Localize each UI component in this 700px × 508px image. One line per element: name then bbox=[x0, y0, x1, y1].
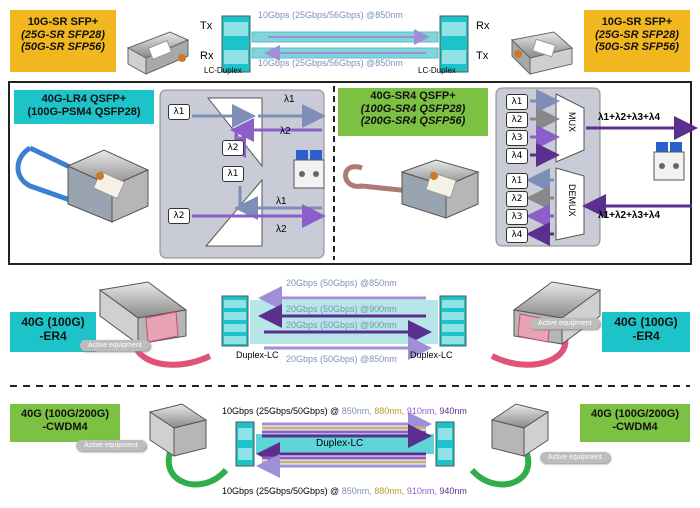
lr4-label: 40G-LR4 QSFP+ (100G-PSM4 QSFP28) bbox=[14, 90, 154, 124]
sfp-right-label: 10G-SR SFP+ (25G-SR SFP28) (50G-SR SFP56… bbox=[584, 10, 690, 72]
lr4-in-lambda1: λ1 bbox=[276, 196, 287, 207]
sr4-mux-lambda2: λ2 bbox=[506, 112, 528, 128]
qsfp-lr4-module bbox=[15, 145, 150, 223]
cwdm4-fiber bbox=[256, 434, 434, 454]
lc-duplex-left-label: LC-Duplex bbox=[204, 66, 242, 75]
sfp-module-left bbox=[126, 31, 190, 75]
sr4-label: 40G-SR4 QSFP+ (100G-SR4 QSFP28) (200G-SR… bbox=[338, 88, 488, 136]
sfp-right-label-line3: (50G-SR SFP56) bbox=[595, 41, 679, 54]
lr4-out-lambda1: λ1 bbox=[284, 94, 295, 105]
cwdm4-top-rate: 10Gbps (25Gbps/50Gbps) @ 850nm, 880nm, 9… bbox=[222, 406, 467, 416]
er4-line-4: 20Gbps (50Gbps) @850nm bbox=[286, 354, 397, 364]
sr4-demux-lambda3: λ3 bbox=[506, 209, 528, 225]
lc-duplex-icon-lr4 bbox=[293, 150, 325, 189]
lr4-out-lambda2: λ2 bbox=[276, 224, 287, 235]
demux-block bbox=[555, 167, 585, 241]
cwdm4-bottom-880: 880nm, bbox=[374, 486, 405, 496]
sfp-bottom-speed: 10Gbps (25Gbps/56Gbps) @850nm bbox=[258, 58, 403, 68]
er4-right-label: 40G (100G) -ER4 bbox=[602, 312, 690, 352]
er4-connector-right bbox=[439, 295, 467, 347]
cwdm4-left-label: 40G (100G/200G) -CWDM4 bbox=[10, 404, 120, 442]
sfp-top-speed: 10Gbps (25Gbps/56Gbps) @850nm bbox=[258, 10, 403, 20]
lc-connector-left bbox=[221, 15, 251, 73]
cwdm4-right-label-line2: -CWDM4 bbox=[612, 420, 658, 433]
cwdm4-bottom-940: 940nm bbox=[439, 486, 467, 496]
er4-conn-right: Duplex-LC bbox=[410, 350, 453, 360]
er4-left-label: 40G (100G) -ER4 bbox=[10, 312, 96, 352]
er4-left-label-line2: -ER4 bbox=[39, 328, 67, 343]
lr4-lambda2-rx: λ2 bbox=[222, 140, 244, 156]
cwdm4-right-label: 40G (100G/200G) -CWDM4 bbox=[580, 404, 690, 442]
cwdm4-bottom-910: 910nm, bbox=[406, 486, 437, 496]
sfp-left-label-line2: (25G-SR SFP28) bbox=[21, 28, 105, 41]
lr4-in-lambda2: λ2 bbox=[280, 126, 291, 137]
er4-line-1: 20Gbps (50Gbps) @850nm bbox=[286, 278, 397, 288]
lr4-label-line2: (100G-PSM4 QSFP28) bbox=[27, 105, 141, 118]
er4-conn-left: Duplex-LC bbox=[236, 350, 279, 360]
sr4-demux-lambda4: λ4 bbox=[506, 227, 528, 243]
cwdm4-top-910: 910nm, bbox=[406, 406, 437, 416]
lc-connector-right bbox=[439, 15, 469, 73]
lc-duplex-right-label: LC-Duplex bbox=[418, 66, 456, 75]
sfp-right-label-line1: 10G-SR SFP+ bbox=[601, 16, 673, 28]
cwdm4-cable-label: Duplex-LC bbox=[316, 438, 364, 449]
lr4-lambda1-rx: λ1 bbox=[222, 166, 244, 182]
sfp-left-label-line1: 10G-SR SFP+ bbox=[27, 16, 99, 28]
cwdm4-left-label-line1: 40G (100G/200G) bbox=[20, 408, 110, 420]
tx-right-label: Tx bbox=[476, 50, 489, 62]
rx-right-label: Rx bbox=[476, 20, 490, 32]
sr4-mux-lambda3: λ3 bbox=[506, 130, 528, 146]
mux-label: MUX bbox=[567, 112, 577, 132]
er4-right-label-line2: -ER4 bbox=[632, 328, 660, 343]
sr4-demux-lambda2: λ2 bbox=[506, 191, 528, 207]
er4-left-label-line1: 40G (100G) bbox=[21, 315, 85, 329]
qsfp-sr4-module bbox=[343, 159, 480, 219]
cwdm4-module-right bbox=[469, 403, 550, 488]
demux-input-label: λ1+λ2+λ3+λ4 bbox=[598, 210, 661, 221]
sfp-right-label-line2: (25G-SR SFP28) bbox=[595, 28, 679, 41]
tx-left-label: Tx bbox=[200, 20, 213, 32]
sr4-label-line3: (200G-SR4 QSFP56) bbox=[360, 115, 466, 128]
er4-active-left: Active equipment bbox=[80, 340, 150, 351]
sr4-demux-lambda1: λ1 bbox=[506, 173, 528, 189]
er4-line-2: 20Gbps (50Gbps) @900nm bbox=[286, 304, 397, 314]
sfp-left-label: 10G-SR SFP+ (25G-SR SFP28) (50G-SR SFP56… bbox=[10, 10, 116, 72]
demux-label: DEMUX bbox=[567, 184, 577, 217]
cwdm4-connector-left bbox=[235, 421, 255, 467]
lc-duplex-icon-sr4 bbox=[653, 142, 685, 181]
er4-connector-left bbox=[221, 295, 249, 347]
sfp-left-label-line3: (50G-SR SFP56) bbox=[21, 41, 105, 54]
cwdm4-left-label-line2: -CWDM4 bbox=[42, 420, 88, 433]
cwdm4-right-label-line1: 40G (100G/200G) bbox=[590, 408, 680, 420]
lr4-lambda1-tx: λ1 bbox=[168, 104, 190, 120]
mux-output-label: λ1+λ2+λ3+λ4 bbox=[598, 112, 661, 123]
cwdm4-bottom-850: 850nm, bbox=[341, 486, 372, 496]
er4-module-left bbox=[98, 281, 212, 368]
cwdm4-top-rate-text: 10Gbps (25Gbps/50Gbps) @ bbox=[222, 406, 340, 416]
cwdm4-bottom-rate-text: 10Gbps (25Gbps/50Gbps) @ bbox=[222, 486, 340, 496]
cwdm4-top-880: 880nm, bbox=[374, 406, 405, 416]
cwdm4-connector-right bbox=[435, 421, 455, 467]
er4-active-right: Active equipment bbox=[530, 318, 600, 329]
sr4-mux-lambda1: λ1 bbox=[506, 94, 528, 110]
er4-line-3: 20Gbps (50Gbps) @900nm bbox=[286, 320, 397, 330]
lr4-label-line1: 40G-LR4 QSFP+ bbox=[41, 93, 127, 105]
sr4-mux-lambda4: λ4 bbox=[506, 148, 528, 164]
er4-right-label-line1: 40G (100G) bbox=[614, 315, 678, 329]
rx-left-label: Rx bbox=[200, 50, 214, 62]
cwdm4-top-850: 850nm, bbox=[341, 406, 372, 416]
sr4-label-line1: 40G-SR4 QSFP+ bbox=[370, 90, 456, 102]
sr4-label-line2: (100G-SR4 QSFP28) bbox=[360, 102, 466, 115]
cwdm4-module-left bbox=[148, 403, 229, 488]
cwdm4-active-right: Active equipment bbox=[540, 452, 610, 463]
cwdm4-bottom-rate: 10Gbps (25Gbps/50Gbps) @ 850nm, 880nm, 9… bbox=[222, 486, 467, 496]
lr4-lambda2-tx: λ2 bbox=[168, 208, 190, 224]
cwdm4-active-left: Active equipment bbox=[76, 440, 146, 451]
cwdm4-top-940: 940nm bbox=[439, 406, 467, 416]
sfp-module-right bbox=[510, 31, 574, 76]
